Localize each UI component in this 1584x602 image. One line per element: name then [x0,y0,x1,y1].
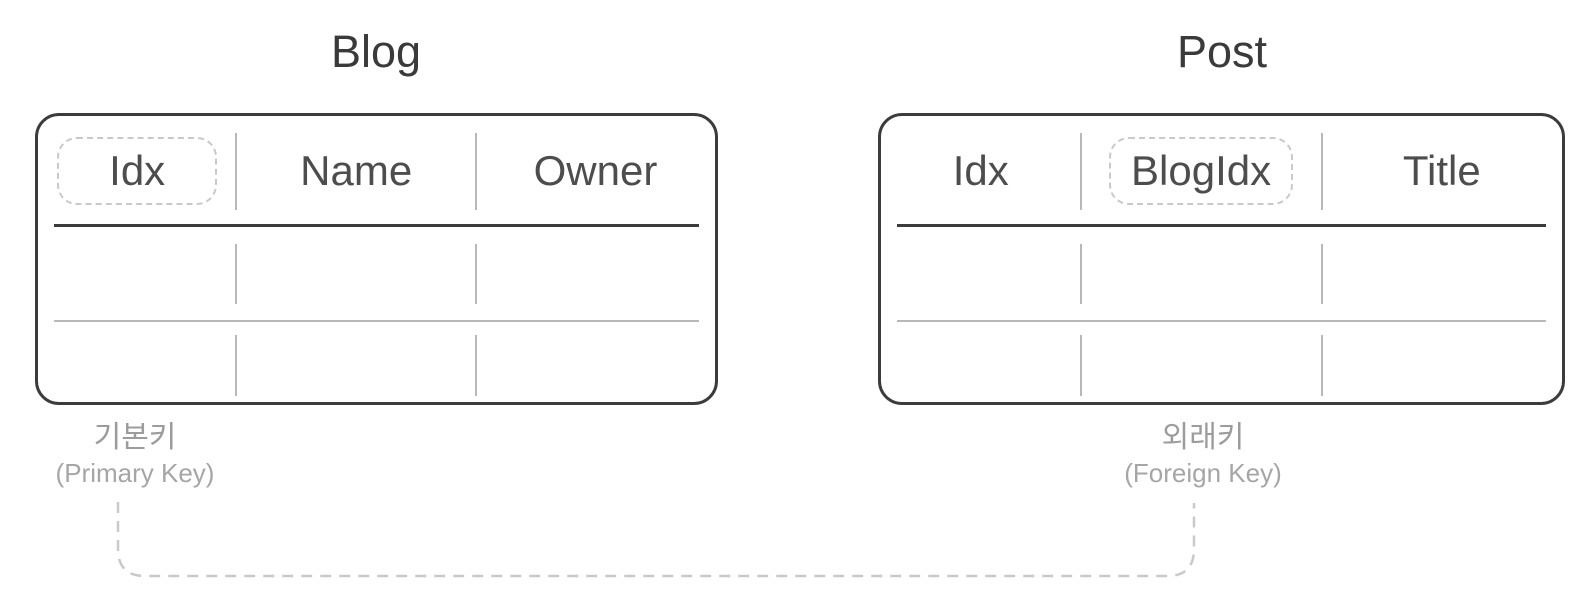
column-divider [475,335,478,396]
column-divider [1320,335,1323,396]
column-divider [235,244,238,304]
row-separator-line [897,320,1546,322]
column-header-idx: Idx [57,136,218,206]
column-divider [1320,244,1323,304]
column-divider [1079,335,1082,396]
column-divider [1079,133,1082,210]
header-separator-line [897,224,1546,227]
blog-header-row: Idx Name Owner [38,116,715,226]
column-divider [475,244,478,304]
row-separator-line [54,320,699,322]
foreign-key-label-english: (Foreign Key) [1124,457,1282,488]
table-box-blog: Idx Name Owner [35,113,718,405]
table-title-blog: Blog [330,26,422,77]
table-title-post: Post [1176,26,1268,77]
column-divider [1320,133,1323,210]
foreign-key-label: 외래키 (Foreign Key) [1124,419,1282,489]
column-divider [475,133,478,210]
column-header-owner: Owner [533,146,658,194]
table-box-post: Idx BlogIdx Title [878,113,1565,405]
foreign-key-outline: BlogIdx [1109,136,1294,206]
column-header-blogidx: BlogIdx [1109,136,1294,206]
column-divider [235,335,238,396]
primary-key-label-korean: 기본키 [93,421,177,454]
header-separator-line [54,224,699,227]
column-header-idx: Idx [952,146,1009,194]
primary-key-outline: Idx [57,136,218,206]
column-divider [1079,244,1082,304]
foreign-key-label-korean: 외래키 [1161,421,1245,454]
column-divider [235,133,238,210]
column-header-title: Title [1402,146,1481,194]
primary-key-label-english: (Primary Key) [55,457,215,488]
column-header-name: Name [300,146,413,194]
post-header-row: Idx BlogIdx Title [881,116,1562,226]
primary-key-label: 기본키 (Primary Key) [56,419,215,489]
